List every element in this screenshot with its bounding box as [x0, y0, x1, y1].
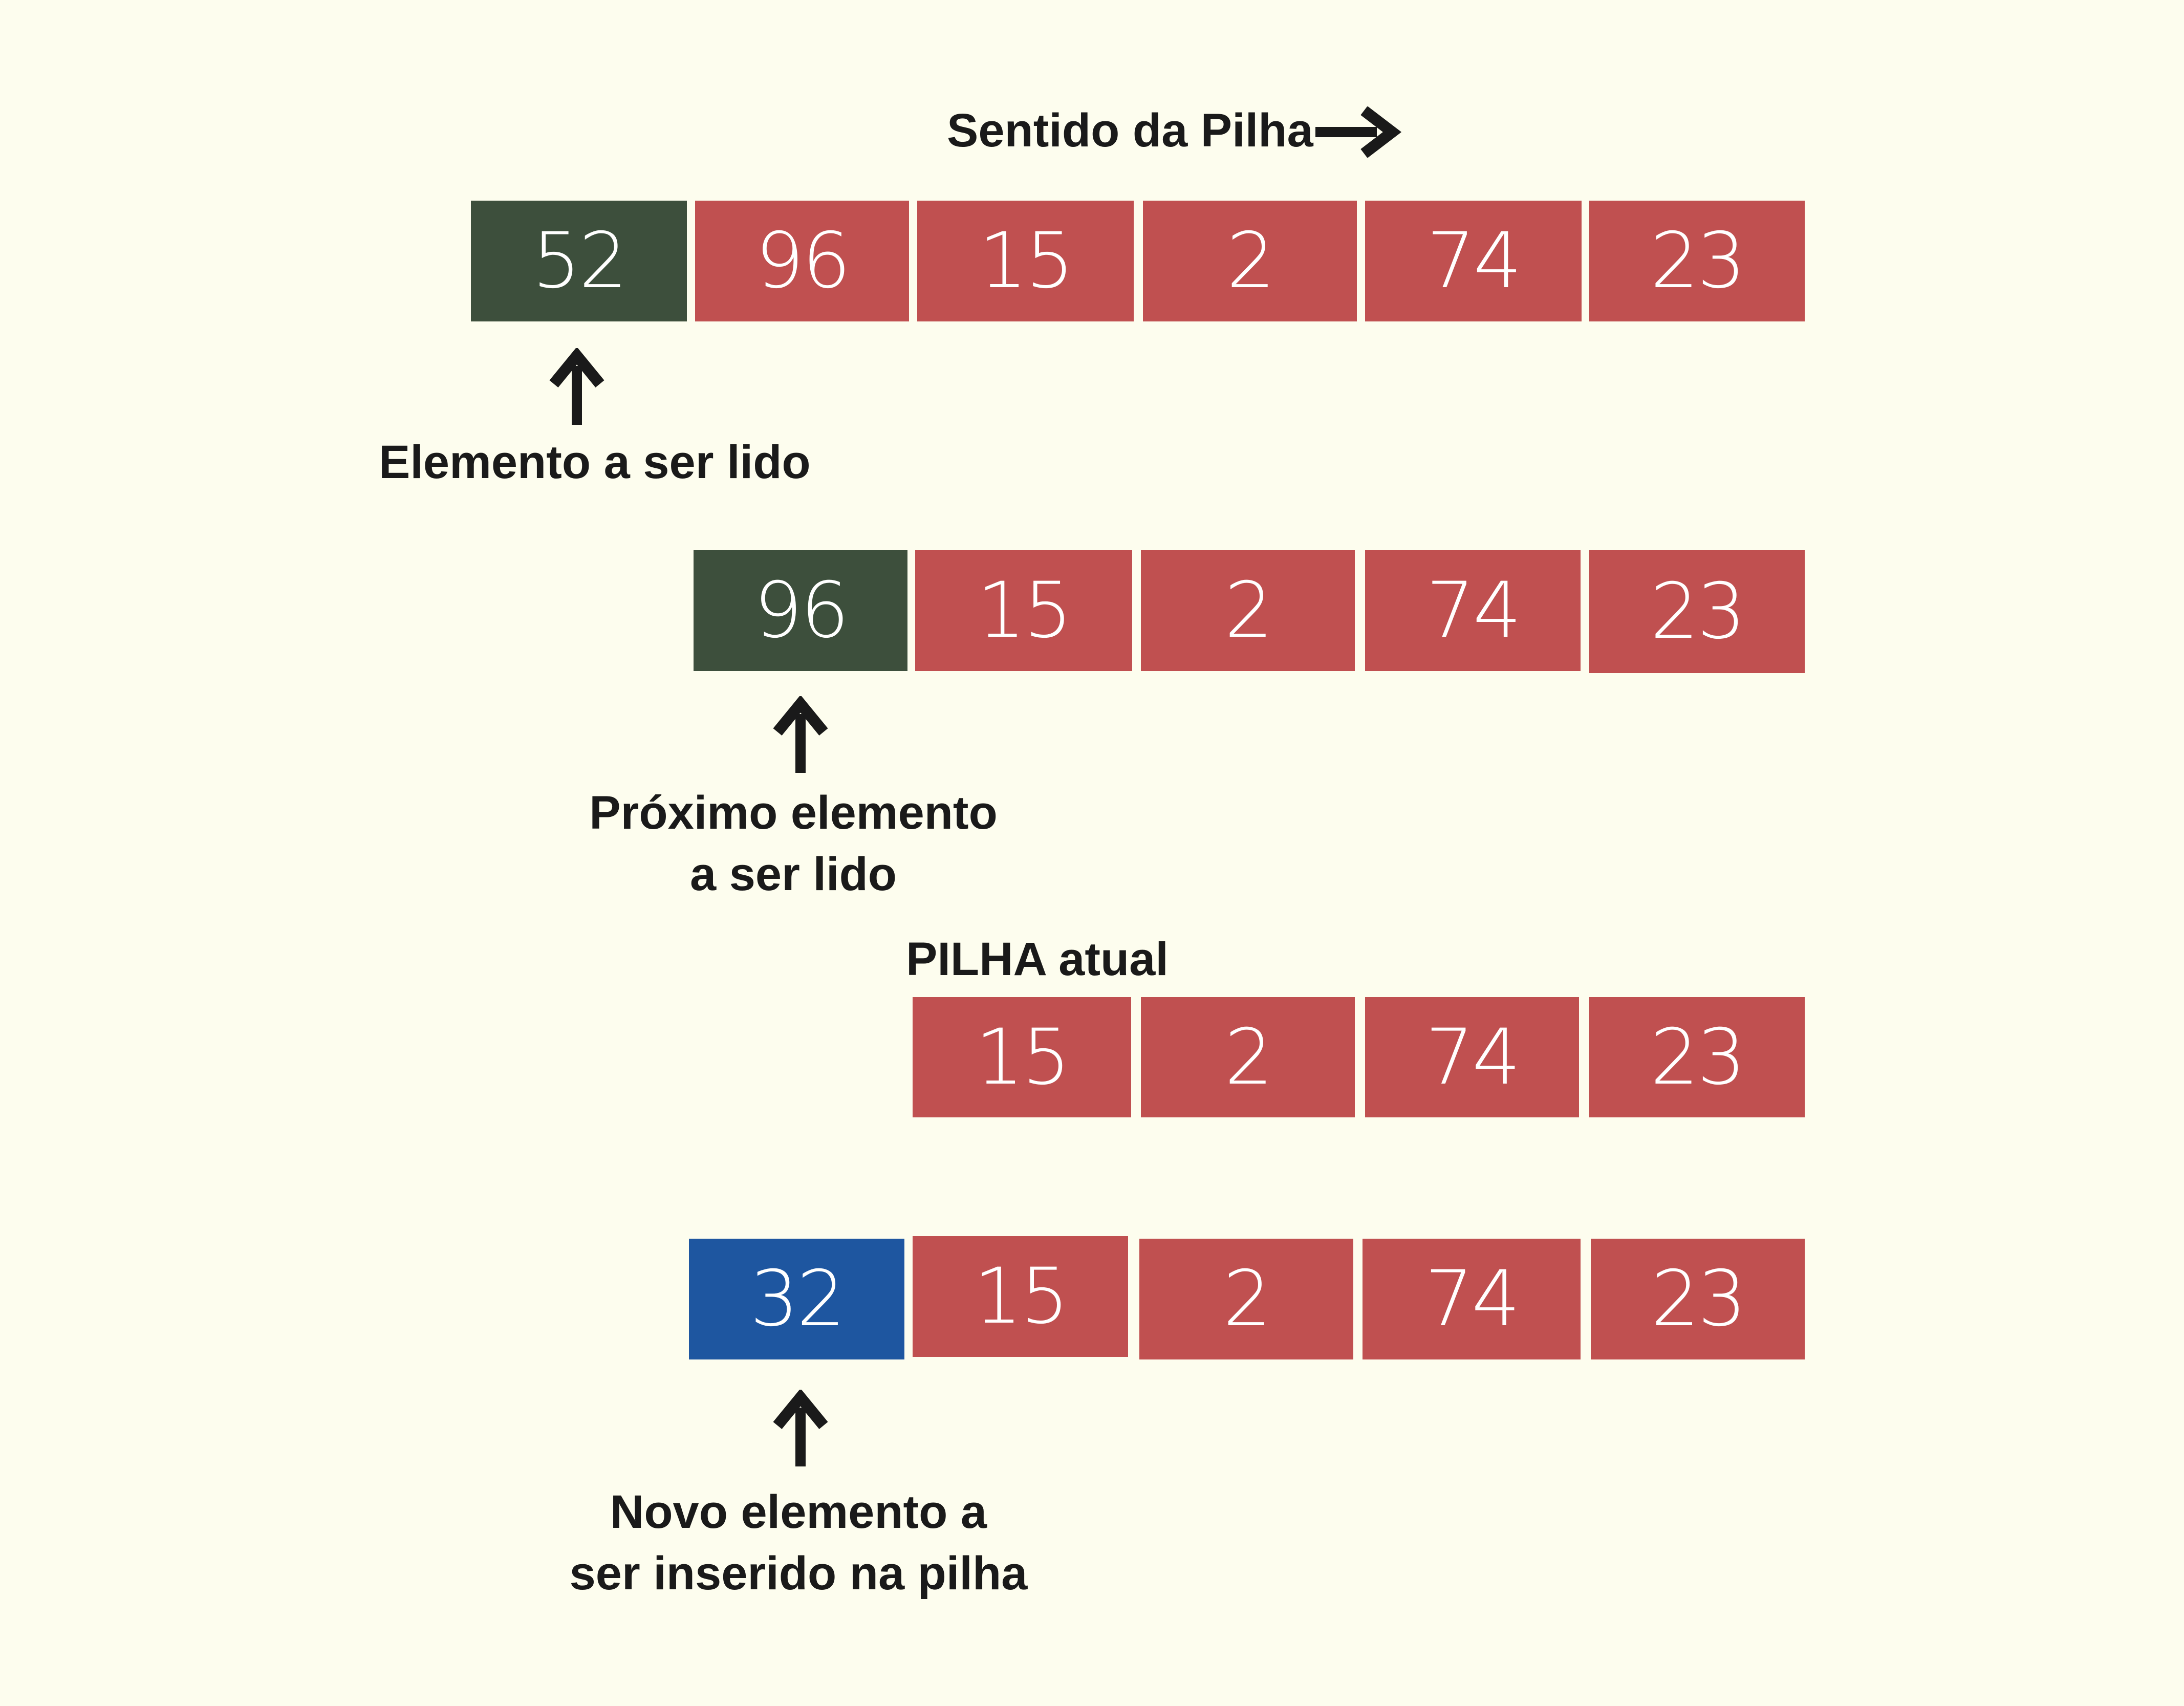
- stack-cell: 23: [1589, 201, 1805, 321]
- stack-cell: 2: [1143, 201, 1357, 321]
- stack-cell: 74: [1365, 201, 1582, 321]
- stack-cell: 15: [913, 997, 1131, 1117]
- stack-cell: 74: [1363, 1239, 1581, 1359]
- new-element-caption: Novo elemento a ser inserido na pilha: [569, 1486, 1028, 1600]
- stack-cell: 23: [1591, 1239, 1805, 1359]
- stack-cell: 2: [1139, 1239, 1353, 1359]
- stack-cell: 96: [695, 201, 909, 321]
- up-arrow-icon: [773, 696, 828, 773]
- stack-direction-title: Sentido da Pilha: [947, 104, 1313, 157]
- stack-cell: 15: [915, 550, 1132, 671]
- stack-cell: 74: [1365, 997, 1579, 1117]
- up-arrow-icon: [549, 348, 604, 425]
- stack-cell: 23: [1589, 997, 1805, 1117]
- stack-cell: 15: [913, 1236, 1128, 1357]
- up-arrow-icon: [773, 1390, 828, 1466]
- stack-cell: 15: [917, 201, 1134, 321]
- current-stack-title: PILHA atual: [906, 933, 1169, 985]
- stack-cell-new: 32: [689, 1239, 904, 1359]
- next-element-caption: Próximo elemento a ser lido: [589, 787, 998, 900]
- stack-cell: 74: [1365, 550, 1581, 671]
- stack-cell: 2: [1141, 550, 1355, 671]
- stack-cell-read: 96: [694, 550, 907, 671]
- read-element-caption: Elemento a ser lido: [379, 436, 811, 488]
- stack-cell: 23: [1589, 550, 1805, 673]
- right-arrow-icon: [1315, 106, 1402, 158]
- stack-cell: 2: [1141, 997, 1355, 1117]
- stack-cell-read: 52: [471, 201, 687, 321]
